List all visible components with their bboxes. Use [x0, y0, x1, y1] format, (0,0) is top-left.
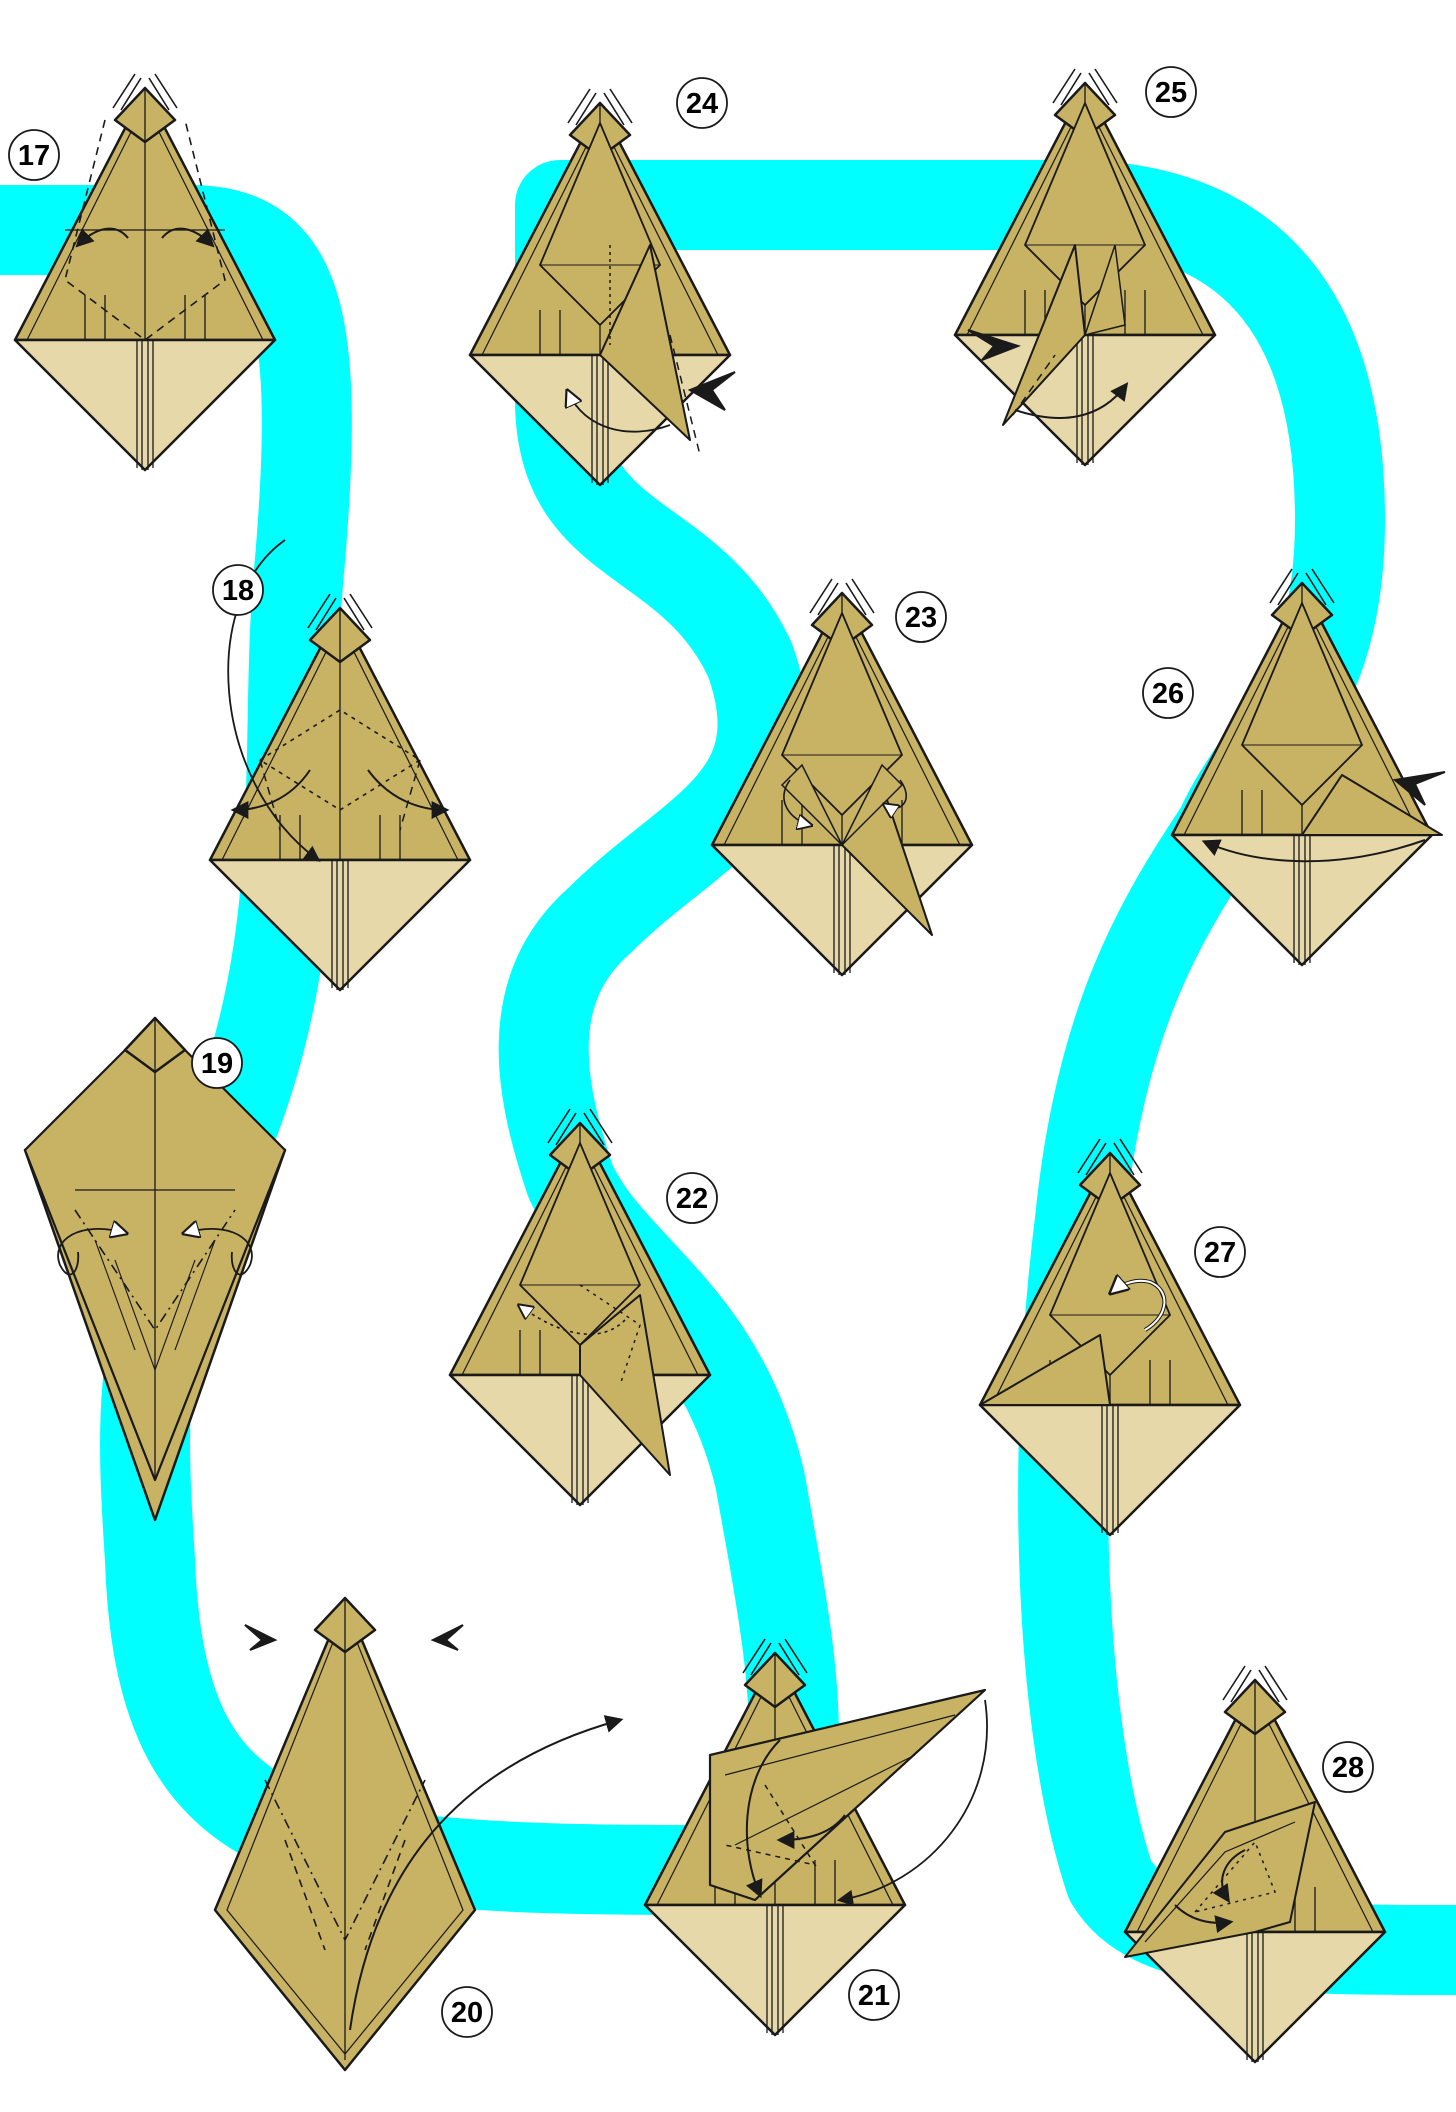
- step-number: 17: [18, 140, 50, 172]
- step-number-badge: 19: [192, 1038, 242, 1088]
- step-number: 24: [686, 88, 718, 120]
- step-number-badge: 28: [1323, 1742, 1373, 1792]
- step-number-badge: 18: [213, 565, 263, 615]
- step-number: 20: [451, 1997, 483, 2029]
- arrow-push-icon: [433, 1625, 463, 1650]
- step-20-model: [215, 1598, 475, 2070]
- arrow-push-icon: [245, 1625, 275, 1650]
- step-number-badge: 23: [896, 592, 946, 642]
- step-number: 25: [1155, 77, 1187, 109]
- step-25-model: [955, 69, 1215, 465]
- step-number-badge: 20: [442, 1987, 492, 2037]
- step-number-badge: 26: [1143, 668, 1193, 718]
- step-28-model: [1125, 1666, 1385, 2062]
- step-number-badge: 21: [849, 1970, 899, 2020]
- step-number: 19: [201, 1048, 233, 1080]
- step-number-badge: 25: [1146, 67, 1196, 117]
- step-number: 18: [222, 575, 254, 607]
- step-number: 23: [905, 602, 937, 634]
- step-number-badge: 24: [677, 78, 727, 128]
- step-22-model: [450, 1109, 710, 1505]
- step-number-badge: 17: [9, 130, 59, 180]
- step-24-model: [470, 89, 730, 485]
- step-number: 22: [676, 1183, 708, 1215]
- step-number: 28: [1332, 1752, 1364, 1784]
- step-number: 21: [858, 1980, 890, 2012]
- step-17-model: [15, 74, 275, 470]
- step-number-badge: 22: [667, 1173, 717, 1223]
- step-number-badge: 27: [1195, 1227, 1245, 1277]
- step-number: 27: [1204, 1237, 1236, 1269]
- step-number: 26: [1152, 678, 1184, 710]
